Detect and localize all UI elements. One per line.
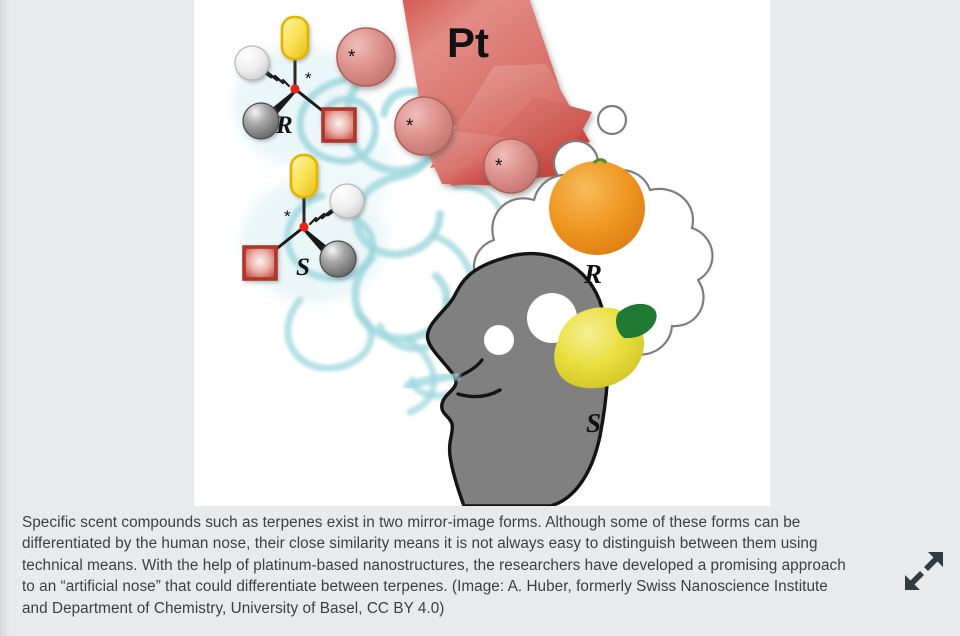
chiral-marker-3: *: [495, 156, 503, 177]
substituent-s-white-sphere: [329, 183, 365, 219]
figure-illustration: Pt * * *: [194, 0, 770, 506]
expand-image-button[interactable]: [902, 549, 946, 593]
chiral-center-s: [299, 222, 309, 232]
lemon-leaf-icon: [616, 303, 657, 339]
substituent-r-white-sphere: [234, 45, 270, 81]
head-nostril-highlight: [484, 325, 514, 355]
label-scent-r: R: [583, 259, 602, 289]
human-head-profile-icon: [425, 252, 610, 506]
chiral-marker-2: *: [406, 116, 414, 137]
substituent-r-yellow: [280, 15, 310, 61]
label-scent-s: S: [586, 408, 601, 438]
chiral-sphere-1: [336, 27, 396, 87]
thought-bubble-small-2: [596, 104, 628, 136]
chiral-center-r: [290, 84, 300, 94]
label-r-enantiomer: R: [275, 112, 293, 139]
perceived-scent-s: S: [554, 303, 657, 438]
chiral-sphere-3: [483, 138, 539, 194]
figure-image[interactable]: Pt * * *: [194, 0, 770, 506]
chiral-marker-1: *: [348, 47, 356, 68]
bond-s-hashed: [308, 205, 341, 226]
molecule-s-enantiomer: * S: [242, 153, 365, 281]
bond-s-redsquare: [274, 225, 305, 252]
chiral-marker-s: *: [284, 207, 291, 226]
substituent-r-red-square: [321, 107, 357, 143]
chiral-site-spheres: * * *: [336, 27, 539, 194]
chiral-sphere-2: [394, 96, 454, 156]
perceived-scent-r: R: [549, 158, 645, 289]
orange-stem-icon: [592, 158, 608, 165]
image-caption: Specific scent compounds such as terpene…: [22, 514, 846, 617]
bond-r-redsquare: [294, 87, 325, 114]
substituent-s-gray-sphere: [319, 240, 357, 278]
scent-intake-icon: [403, 371, 461, 391]
substituent-s-yellow: [289, 153, 319, 199]
expand-icon[interactable]: [902, 549, 946, 593]
platinum-label: Pt: [447, 19, 489, 66]
label-s-enantiomer: S: [296, 254, 310, 281]
molecule-r-enantiomer: * R: [234, 15, 357, 143]
head-lip-line: [456, 388, 502, 399]
substituent-r-gray-sphere: [242, 102, 280, 140]
orange-fruit-icon: [549, 161, 645, 255]
substituent-s-red-square: [242, 245, 278, 281]
chiral-marker-r: *: [305, 69, 312, 88]
